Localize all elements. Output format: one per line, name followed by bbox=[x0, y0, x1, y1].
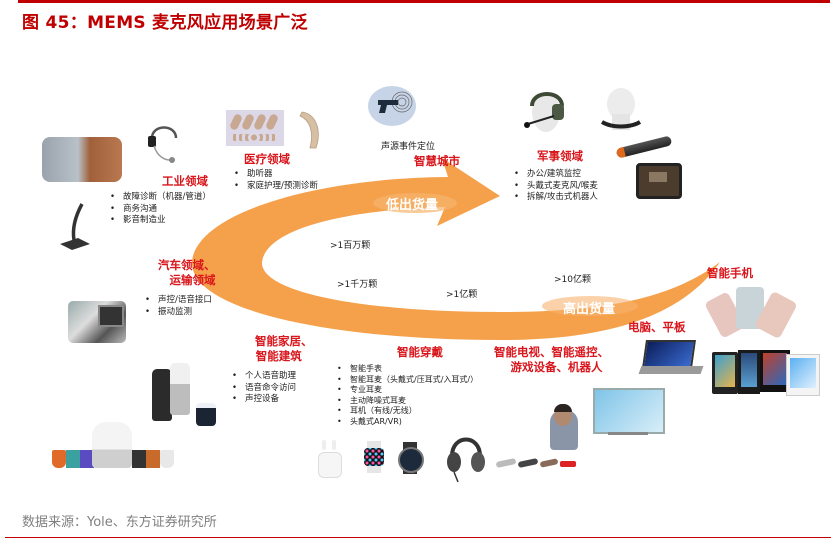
smart-home-title: 智能家居、 智能建筑 bbox=[255, 334, 313, 364]
military-title: 军事领域 bbox=[537, 149, 583, 163]
automotive-title: 汽车领域、 运输领域 bbox=[158, 258, 216, 288]
gooseneck-microphone-photo bbox=[60, 203, 90, 250]
gunshot-detection-icon bbox=[368, 86, 416, 126]
list-item: 声控设备 bbox=[232, 394, 296, 406]
volume-10m: >1千万颗 bbox=[337, 280, 378, 290]
wearables-title: 智能穿戴 bbox=[397, 345, 443, 359]
smart-city-caption: 声源事件定位 bbox=[381, 142, 436, 152]
smart-speakers-photo bbox=[146, 363, 216, 426]
hearing-aid-photo bbox=[299, 111, 319, 149]
smart-home-title-line2: 智能建筑 bbox=[255, 349, 302, 363]
google-home-photo bbox=[52, 420, 182, 468]
list-item: 智能耳麦（头戴式/压耳式/入耳式/） bbox=[337, 375, 478, 386]
list-item: 家庭护理/预测诊断 bbox=[234, 181, 318, 193]
smartwatch-photo bbox=[398, 442, 424, 474]
list-item: 助听器 bbox=[234, 169, 318, 181]
tv-voice-remote-photo bbox=[548, 388, 665, 452]
list-item: 耳机（有线/无线） bbox=[337, 406, 478, 417]
figure-title: 图 45：MEMS 麦克风应用场景广泛 bbox=[22, 13, 308, 33]
hearing-aid-parts-photo bbox=[226, 110, 284, 146]
list-item: 影音制造业 bbox=[110, 215, 211, 227]
figure-source: 数据来源：Yole、东方证券研究所 bbox=[22, 515, 217, 530]
consumer-title-line1: 智能电视、智能遥控、 bbox=[494, 345, 609, 359]
list-item: 主动降噪式耳麦 bbox=[337, 396, 478, 407]
list-item: 语音命令访问 bbox=[232, 383, 296, 395]
list-item: 声控/语音接口 bbox=[145, 295, 212, 307]
laptop-photo bbox=[638, 340, 704, 376]
list-item: 智能手表 bbox=[337, 364, 478, 375]
military-headset-photo bbox=[524, 92, 564, 132]
airpods-photo bbox=[318, 440, 342, 478]
medical-list: 助听器 家庭护理/预测诊断 bbox=[234, 169, 318, 192]
list-item: 专业耳麦 bbox=[337, 385, 478, 396]
volume-1b: >10亿颗 bbox=[554, 275, 591, 285]
smart-city-title: 智慧城市 bbox=[414, 154, 460, 168]
pipe-inspection-photo bbox=[42, 137, 122, 182]
low-volume-label: 低出货量 bbox=[386, 198, 439, 213]
car-interior-photo bbox=[68, 301, 126, 343]
earphones-photo bbox=[495, 457, 578, 469]
automotive-title-line2: 运输领域 bbox=[169, 273, 216, 287]
volume-100m: >1亿颗 bbox=[446, 290, 478, 300]
list-item: 拆解/攻击式机器人 bbox=[514, 192, 598, 204]
automotive-list: 声控/语音接口 振动监测 bbox=[145, 295, 212, 318]
throat-mic-photo bbox=[600, 88, 642, 130]
pc-tablet-title: 电脑、平板 bbox=[628, 320, 686, 334]
medical-title: 医疗领域 bbox=[244, 152, 290, 166]
smartphones-photo bbox=[704, 285, 798, 340]
consumer-title-line2: 游戏设备、机器人 bbox=[510, 360, 603, 374]
list-item: 故障诊断（机器/管道） bbox=[110, 192, 211, 204]
tablets-photo bbox=[712, 350, 820, 396]
smartphone-title: 智能手机 bbox=[707, 266, 753, 280]
automotive-title-line1: 汽车领域、 bbox=[158, 258, 216, 272]
military-list: 办公/建筑监控 头戴式麦克风/喉麦 拆解/攻击式机器人 bbox=[514, 169, 598, 204]
robot-photo bbox=[636, 163, 682, 199]
smart-home-list: 个人语音助理 语音命令访问 声控设备 bbox=[232, 371, 296, 406]
smart-home-title-line1: 智能家居、 bbox=[255, 334, 313, 348]
list-item: 头戴式AR/VR) bbox=[337, 417, 478, 428]
list-item: 头戴式麦克风/喉麦 bbox=[514, 181, 598, 193]
industrial-list: 故障诊断（机器/管道） 商务沟通 影音制造业 bbox=[110, 192, 211, 227]
consumer-title: 智能电视、智能遥控、 游戏设备、机器人 bbox=[494, 345, 609, 375]
apple-watch-photo bbox=[364, 441, 384, 473]
high-volume-label: 高出货量 bbox=[563, 302, 616, 317]
volume-1m: >1百万颗 bbox=[330, 241, 371, 251]
list-item: 办公/建筑监控 bbox=[514, 169, 598, 181]
headphones-photo bbox=[447, 437, 485, 483]
headset-photo bbox=[148, 126, 178, 163]
industrial-title: 工业领域 bbox=[162, 174, 208, 188]
top-rule bbox=[18, 0, 830, 3]
wearables-list: 智能手表 智能耳麦（头戴式/压耳式/入耳式/） 专业耳麦 主动降噪式耳麦 耳机（… bbox=[337, 364, 478, 427]
list-item: 商务沟通 bbox=[110, 204, 211, 216]
list-item: 振动监测 bbox=[145, 307, 212, 319]
list-item: 个人语音助理 bbox=[232, 371, 296, 383]
